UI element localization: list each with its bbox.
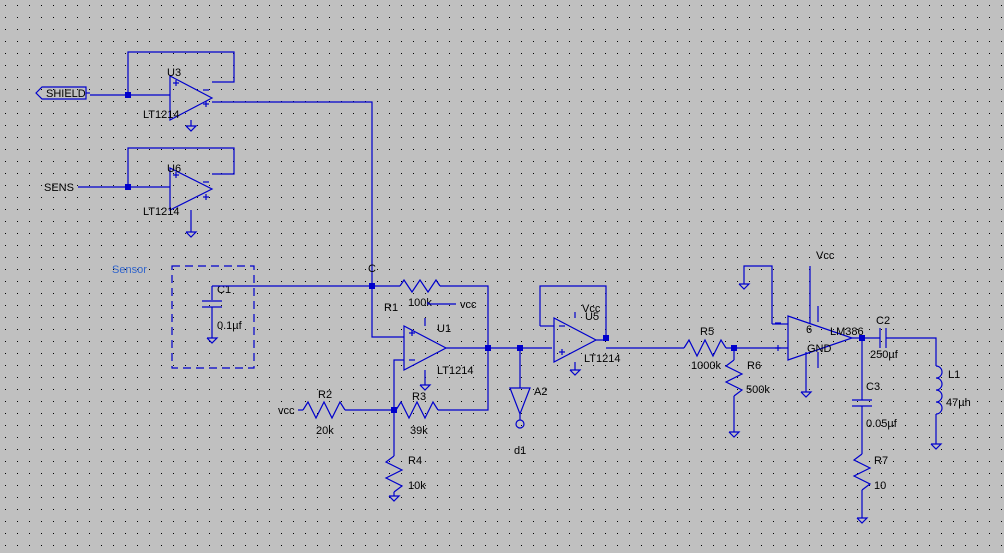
resistor-r1[interactable]: R1 100k: [384, 278, 441, 314]
r4-value: 10k: [408, 480, 426, 492]
r5-ref: R5: [700, 326, 714, 338]
r7-value: 10: [874, 480, 886, 492]
opamp-u6[interactable]: U6 LT1214: [143, 163, 214, 238]
u1-ref: U1: [437, 323, 451, 335]
l1-value: 47µh: [946, 397, 971, 409]
shield-label: SHIELD: [46, 88, 86, 100]
c2-value: 250µf: [870, 349, 899, 361]
u5-part: LT1214: [584, 353, 621, 365]
resistor-r7[interactable]: R7 10: [852, 453, 888, 524]
r6-value: 500k: [746, 384, 770, 396]
r2-ref: R2: [318, 389, 332, 401]
l1-ref: L1: [948, 369, 960, 381]
vcc-top-label: Vcc: [816, 250, 835, 262]
gnd-label: GND: [807, 343, 832, 355]
opamp-u3[interactable]: U3 LT1214: [143, 67, 214, 132]
shield-port[interactable]: SHIELD: [35, 86, 90, 100]
sens-label: SENS: [44, 182, 74, 194]
a2-ref: A2: [534, 386, 547, 398]
r7-ref: R7: [874, 455, 888, 467]
amplifier-lm386[interactable]: 6 LM386 GND: [772, 266, 864, 398]
vcc-r1-label: vcc: [460, 299, 477, 311]
diode-a2[interactable]: A2 d1: [509, 348, 547, 457]
u1-part: LT1214: [437, 365, 474, 377]
lm386-pin6: 6: [806, 324, 812, 336]
resistor-r4[interactable]: R4 10k: [384, 410, 426, 502]
r5-value: 1000k: [691, 360, 721, 372]
r6-ref: R6: [747, 360, 761, 372]
r3-ref: R3: [412, 391, 426, 403]
resistor-r3[interactable]: R3 39k: [395, 391, 439, 437]
u3-part: LT1214: [143, 109, 180, 121]
resistor-r6[interactable]: R6 500k: [724, 348, 770, 438]
sensor-label: Sensor: [112, 264, 147, 276]
lm386-part: LM386: [830, 326, 864, 338]
r1-value: 100k: [408, 297, 432, 309]
capacitor-c3[interactable]: C3 0.05µf: [852, 338, 898, 454]
u5-vcc-pin: Vcc: [582, 303, 601, 315]
node-c-label: C: [368, 263, 376, 275]
u6-ref: U6: [167, 163, 181, 175]
capacitor-c1[interactable]: C1 0.1µf: [202, 284, 243, 344]
c1-ref: C1: [217, 284, 231, 296]
vcc-r2-label: vcc: [278, 405, 295, 417]
c2-ref: C2: [876, 315, 890, 327]
opamp-u1[interactable]: U1 LT1214: [403, 318, 474, 391]
inductor-l1[interactable]: L1 47µh: [930, 365, 971, 450]
a2-value: d1: [514, 445, 526, 457]
r2-value: 20k: [316, 425, 334, 437]
r3-value: 39k: [410, 425, 428, 437]
r1-ref: R1: [384, 302, 398, 314]
opamp-u5[interactable]: Vcc U5 LT1214: [553, 303, 621, 376]
u6-part: LT1214: [143, 206, 180, 218]
resistor-r2[interactable]: R2 20k: [302, 389, 346, 437]
u5-ref: U5: [585, 311, 599, 323]
c1-value: 0.1µf: [217, 320, 243, 332]
r4-ref: R4: [408, 455, 422, 467]
u3-ref: U3: [167, 67, 181, 79]
resistor-r5[interactable]: R5 1000k: [683, 326, 727, 372]
c3-ref: C3: [866, 381, 880, 393]
c3-value: 0.05µf: [866, 418, 898, 430]
sensor-box[interactable]: [171, 265, 255, 369]
